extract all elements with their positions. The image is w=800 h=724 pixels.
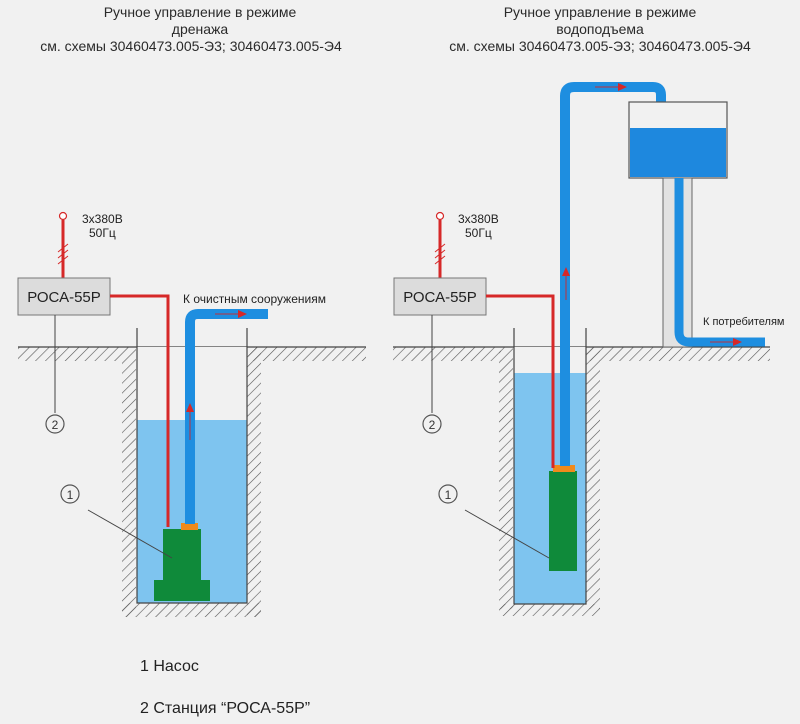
callout-1-circle bbox=[60, 484, 80, 504]
water-lift-frequency: 50Гц bbox=[464, 226, 492, 240]
ground-hatch-right-a bbox=[393, 347, 501, 361]
well-bottom-hatch bbox=[122, 603, 261, 617]
pump-coupling bbox=[553, 465, 575, 472]
flow-arrow-up-right-head bbox=[562, 267, 570, 276]
well-wall-hatch-right bbox=[586, 347, 600, 609]
water-lift-voltage: 3x380В bbox=[458, 212, 499, 226]
callout-2-circle bbox=[422, 414, 442, 434]
discharge-pipe bbox=[185, 309, 268, 524]
callout-2-circle bbox=[45, 414, 65, 434]
water-lift-title-line1: Ручное управление в режиме bbox=[503, 4, 697, 20]
flow-arrow-right-bottom-head bbox=[733, 338, 742, 346]
flow-arrow-up-left-head bbox=[186, 403, 194, 412]
water-lift-outlet-label: К потребителям bbox=[703, 316, 785, 328]
water-lift-power-label: 3x380В 50Гц bbox=[458, 212, 499, 240]
pump-leader bbox=[87, 509, 173, 559]
pump-leader bbox=[464, 509, 550, 559]
water-lift-title: Ручное управление в режиме водоподъема с… bbox=[420, 4, 780, 55]
phase-tick bbox=[434, 249, 446, 259]
drainage-title-line1: Ручное управление в режиме bbox=[103, 4, 297, 20]
drainage-diagram: РОСА-55Р 2 1 bbox=[17, 211, 366, 617]
well-outline bbox=[513, 328, 587, 605]
phase-tick bbox=[434, 243, 446, 253]
flow-arrow-right-top-head bbox=[618, 83, 627, 91]
well-outline bbox=[136, 328, 248, 604]
phase-tick bbox=[57, 255, 69, 265]
pump-cable bbox=[486, 294, 555, 468]
well-wall-hatch-left bbox=[499, 347, 513, 609]
pump-cable bbox=[110, 294, 170, 527]
water-lift-title-line2: водоподъема bbox=[556, 21, 644, 37]
tank-water bbox=[630, 128, 726, 177]
water-lift-title-line3: см. схемы 30460473.005-Э3; 30460473.005-… bbox=[449, 38, 751, 54]
supply-pipe bbox=[674, 178, 765, 347]
water-lift-diagram: РОСА-55Р 2 1 bbox=[393, 82, 770, 616]
pump-body bbox=[549, 471, 577, 571]
well-wall-hatch-left bbox=[122, 347, 136, 617]
controller-label: РОСА-55Р bbox=[27, 289, 101, 306]
phase-tick bbox=[57, 249, 69, 259]
well-wall-hatch-right bbox=[247, 347, 261, 617]
callout-1: 1 bbox=[445, 488, 452, 502]
drainage-title-line2: дренажа bbox=[171, 21, 229, 37]
legend-item-pump: 1 Насос bbox=[140, 658, 199, 675]
ground-hatch-right-b bbox=[586, 347, 770, 361]
drainage-outlet-label: К очистным сооружениям bbox=[183, 292, 326, 306]
callout-1-circle bbox=[438, 484, 458, 504]
controller-label: РОСА-55Р bbox=[403, 289, 477, 306]
phase-tick bbox=[57, 243, 69, 253]
callout-2: 2 bbox=[429, 418, 436, 432]
legend-item-station: 2 Станция “РОСА-55Р” bbox=[140, 700, 311, 717]
drainage-title: Ручное управление в режиме дренажа см. с… bbox=[0, 4, 400, 55]
pump-body bbox=[163, 529, 201, 582]
pump-base bbox=[154, 580, 210, 601]
flow-arrow-right-left-head bbox=[238, 310, 247, 318]
ground-hatch-left-a bbox=[18, 347, 122, 361]
phase-tick bbox=[434, 255, 446, 265]
callout-1: 1 bbox=[67, 488, 74, 502]
drainage-frequency: 50Гц bbox=[88, 226, 116, 240]
drainage-title-line3: см. схемы 30460473.005-Э3; 30460473.005-… bbox=[40, 38, 342, 54]
pump-coupling bbox=[181, 523, 198, 530]
callout-2: 2 bbox=[52, 418, 59, 432]
power-terminal-icon bbox=[435, 211, 445, 221]
power-terminal-icon bbox=[58, 211, 68, 221]
drainage-voltage: 3x380В bbox=[82, 212, 123, 226]
drainage-power-label: 3x380В 50Гц bbox=[82, 212, 123, 240]
controller-box bbox=[393, 277, 487, 316]
well-bottom-hatch bbox=[499, 604, 600, 616]
ground-hatch-left-b bbox=[248, 347, 366, 361]
